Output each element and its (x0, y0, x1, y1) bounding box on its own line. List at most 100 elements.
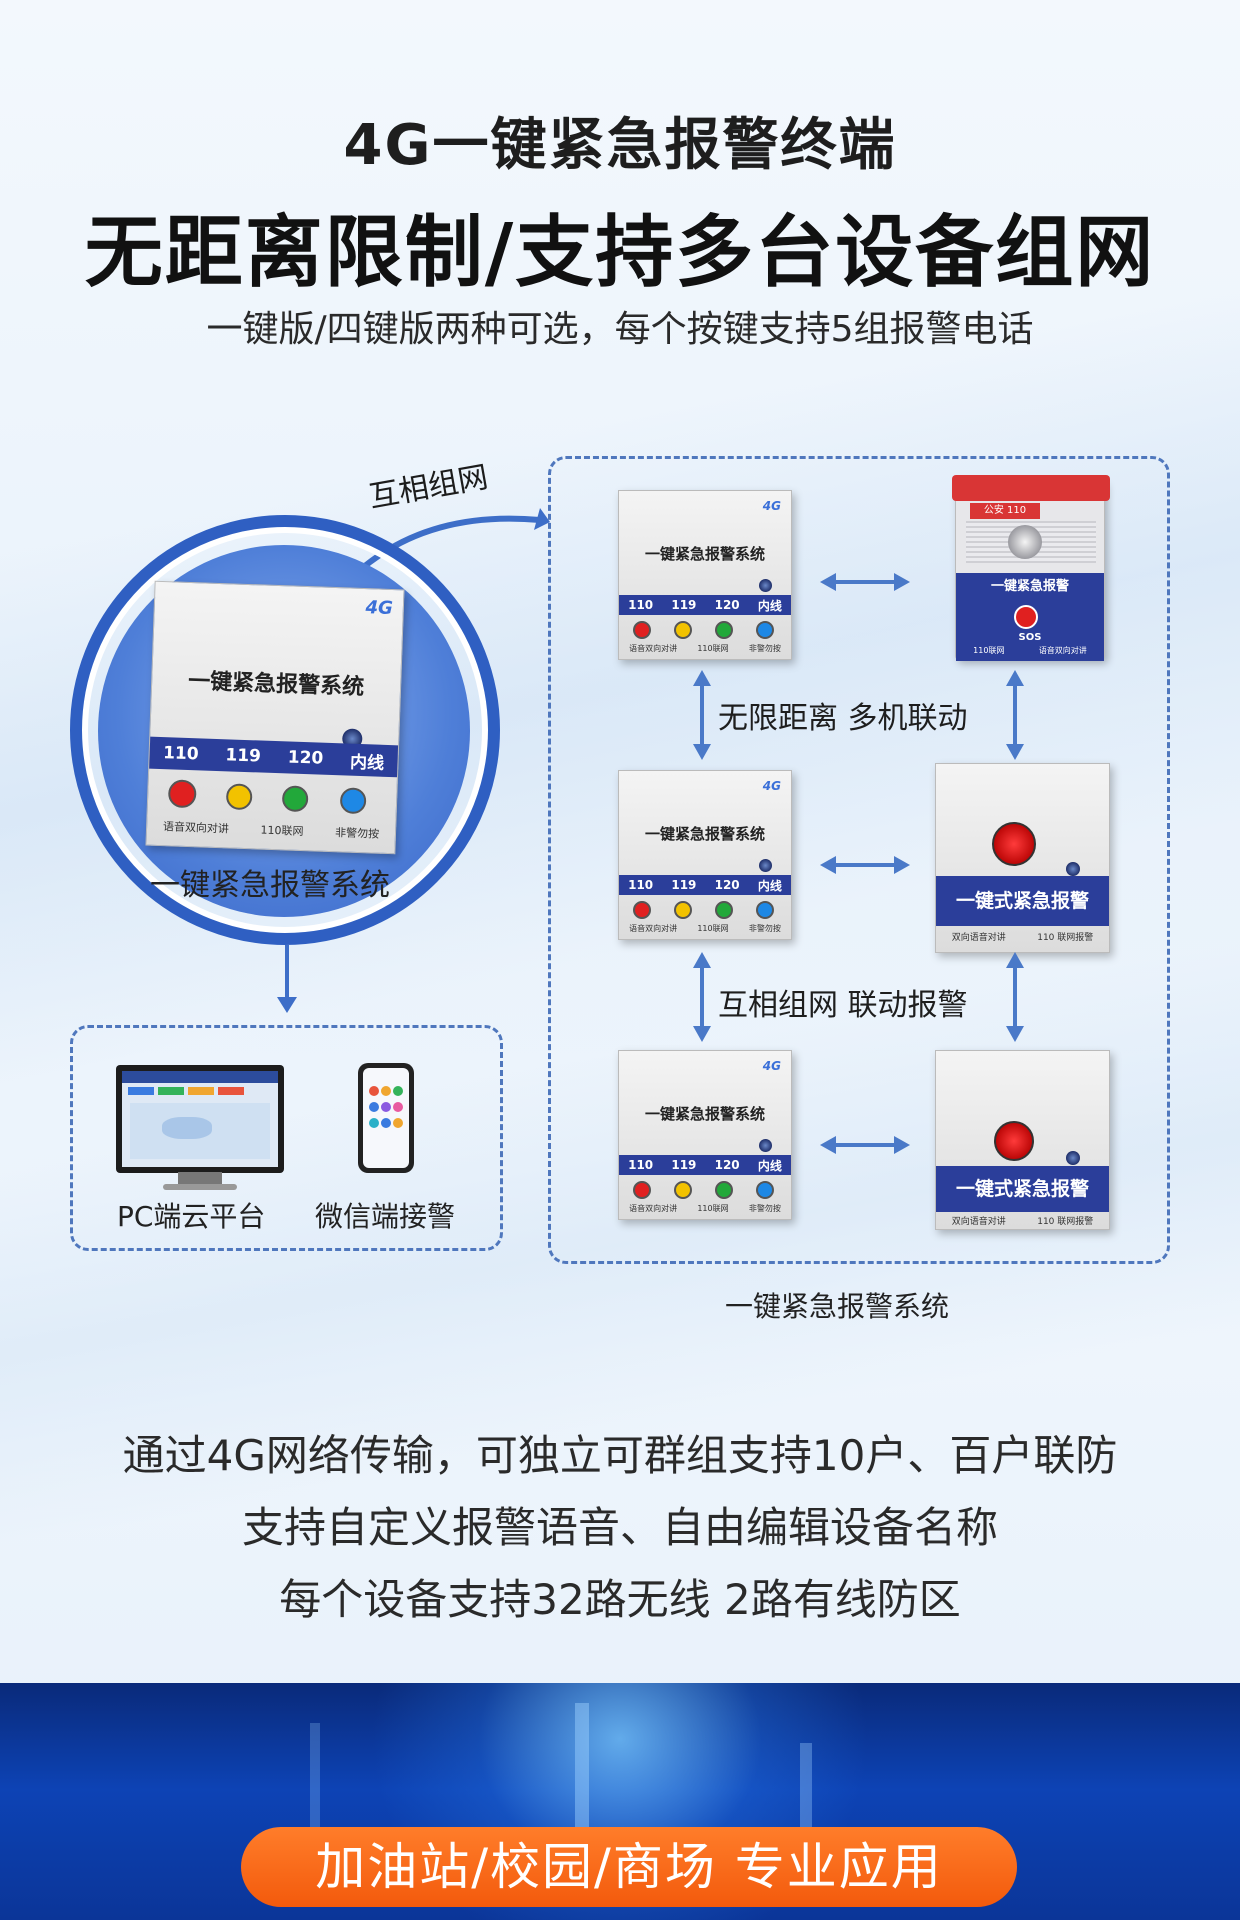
key-lock-icon (759, 859, 772, 872)
footer-voice: 语音双向对讲 (629, 644, 678, 653)
vertical-double-arrow-icon (693, 952, 711, 1042)
description-line-1: 通过4G网络传输，可独立可群组支持10户、百户联防 (122, 1431, 1118, 1480)
group-label-2: 互相组网 联动报警 (718, 988, 968, 1023)
device-name: 一键紧急报警系统 (187, 668, 365, 701)
button-label-119: 119 (671, 1158, 697, 1172)
alarm-button-red[interactable] (633, 621, 651, 639)
button-label-internal: 内线 (349, 752, 385, 774)
sos-label: SOS (1018, 632, 1042, 643)
single-key-name: 一键式紧急报警 (936, 876, 1109, 926)
alarm-button-red[interactable] (167, 779, 197, 809)
button-label-strip: 110 119 120 内线 (619, 875, 791, 895)
vertical-double-arrow-icon (1006, 952, 1024, 1042)
footer-110: 110联网 (260, 823, 304, 839)
key-lock-icon (1066, 862, 1080, 876)
panel-footer: 110联网 语音双向对讲 (956, 645, 1104, 656)
alarm-button-yellow[interactable] (674, 901, 692, 919)
alarm-button-yellow[interactable] (674, 1181, 692, 1199)
4g-logo-icon: 4G (762, 1059, 781, 1073)
panel-top-badge (952, 475, 1110, 501)
double-arrow-icon (820, 573, 910, 591)
sos-button[interactable] (1014, 605, 1038, 629)
single-key-footer: 双向语音对讲 110 联网报警 (936, 930, 1109, 943)
monitor-base (163, 1184, 237, 1190)
pc-monitor-icon (116, 1065, 284, 1173)
single-key-device-1: 一键式紧急报警 双向语音对讲 110 联网报警 (935, 763, 1110, 953)
panel-footer-110: 110联网 (973, 646, 1005, 655)
banner-light-stripe (310, 1723, 320, 1853)
button-label-110: 110 (162, 743, 199, 765)
button-label-110: 110 (628, 878, 654, 892)
banner-light-stripe (575, 1703, 589, 1843)
description-line-2: 支持自定义报警语音、自由编辑设备名称 (241, 1503, 998, 1552)
footer-voice: 语音双向对讲 (629, 924, 678, 933)
panel-footer-voice: 语音双向对讲 (1038, 646, 1087, 655)
application-banner-pill: 加油站/校园/商场 专业应用 (241, 1827, 1017, 1907)
single-key-footer-voice: 双向语音对讲 (951, 1217, 1006, 1227)
single-key-footer: 双向语音对讲 110 联网报警 (936, 1214, 1109, 1227)
alarm-button-yellow[interactable] (225, 783, 253, 811)
device-footer: 语音双向对讲 110联网 非警勿按 (147, 818, 395, 843)
speaker-icon (1008, 525, 1042, 559)
device-name: 一键紧急报警系统 (644, 825, 765, 843)
emergency-button[interactable] (992, 822, 1036, 866)
button-label-internal: 内线 (757, 598, 782, 613)
footer-voice: 语音双向对讲 (629, 1204, 678, 1213)
single-key-footer-voice: 双向语音对讲 (951, 933, 1006, 943)
footer-warning: 非警勿按 (748, 924, 781, 933)
outputs-panel (70, 1025, 503, 1251)
pc-platform-label: PC端云平台 (117, 1200, 266, 1233)
left-device-caption: 一键紧急报警系统 (150, 868, 390, 903)
device-footer: 语音双向对讲 110联网 非警勿按 (619, 1203, 791, 1214)
footer-110: 110联网 (697, 1204, 729, 1213)
alarm-button-green[interactable] (715, 901, 733, 919)
panel-name: 一键紧急报警 (956, 573, 1104, 601)
footer-warning: 非警勿按 (334, 826, 380, 841)
button-label-120: 120 (287, 747, 324, 769)
device-footer: 语音双向对讲 110联网 非警勿按 (619, 923, 791, 934)
alarm-device-3: 4G 一键紧急报警系统 110 119 120 内线 语音双向对讲 110联网 … (618, 1050, 792, 1220)
single-key-device-2: 一键式紧急报警 双向语音对讲 110 联网报警 (935, 1050, 1110, 1230)
4g-logo-icon: 4G (762, 499, 781, 513)
button-label-strip: 110 119 120 内线 (619, 1155, 791, 1175)
alarm-button-green[interactable] (715, 621, 733, 639)
single-key-footer-110: 110 联网报警 (1037, 1217, 1094, 1227)
vertical-double-arrow-icon (1006, 670, 1024, 760)
description-line-3: 每个设备支持32路无线 2路有线防区 (279, 1575, 961, 1624)
group-caption: 一键紧急报警系统 (725, 1290, 950, 1323)
alarm-device-2: 4G 一键紧急报警系统 110 119 120 内线 语音双向对讲 110联网 … (618, 770, 792, 940)
double-arrow-icon (820, 856, 910, 874)
alarm-button-green[interactable] (281, 785, 309, 813)
key-lock-icon (1066, 1151, 1080, 1165)
button-label-internal: 内线 (757, 878, 782, 893)
emergency-button[interactable] (994, 1121, 1034, 1161)
alarm-button-red[interactable] (633, 1181, 651, 1199)
4g-logo-icon: 4G (365, 597, 394, 620)
button-label-120: 120 (714, 598, 740, 612)
button-label-119: 119 (671, 598, 697, 612)
alarm-button-blue[interactable] (339, 787, 367, 815)
alarm-button-blue[interactable] (756, 1181, 774, 1199)
panel-badge-text: 公安 110 (970, 503, 1040, 519)
device-name: 一键紧急报警系统 (644, 1105, 765, 1123)
double-arrow-icon (820, 1136, 910, 1154)
footer-warning: 非警勿按 (748, 644, 781, 653)
key-lock-icon (759, 1139, 772, 1152)
banner-light-stripe (800, 1743, 812, 1853)
device-footer: 语音双向对讲 110联网 非警勿按 (619, 643, 791, 654)
group-label-1: 无限距离 多机联动 (718, 701, 968, 736)
alarm-button-green[interactable] (715, 1181, 733, 1199)
alarm-button-blue[interactable] (756, 901, 774, 919)
alarm-button-yellow[interactable] (674, 621, 692, 639)
title-line-2: 无距离限制/支持多台设备组网 (84, 208, 1156, 298)
left-alarm-device: 4G 一键紧急报警系统 110 119 120 内线 语音双向对讲 110联网 … (145, 580, 405, 855)
alarm-button-blue[interactable] (756, 621, 774, 639)
alarm-button-red[interactable] (633, 901, 651, 919)
sos-panel-device: 公安 110 一键紧急报警 SOS 110联网 语音双向对讲 (952, 475, 1110, 661)
button-label-internal: 内线 (757, 1158, 782, 1173)
footer-warning: 非警勿按 (748, 1204, 781, 1213)
down-arrow-icon (277, 945, 297, 1013)
button-label-119: 119 (225, 745, 262, 767)
device-name: 一键紧急报警系统 (644, 545, 765, 563)
